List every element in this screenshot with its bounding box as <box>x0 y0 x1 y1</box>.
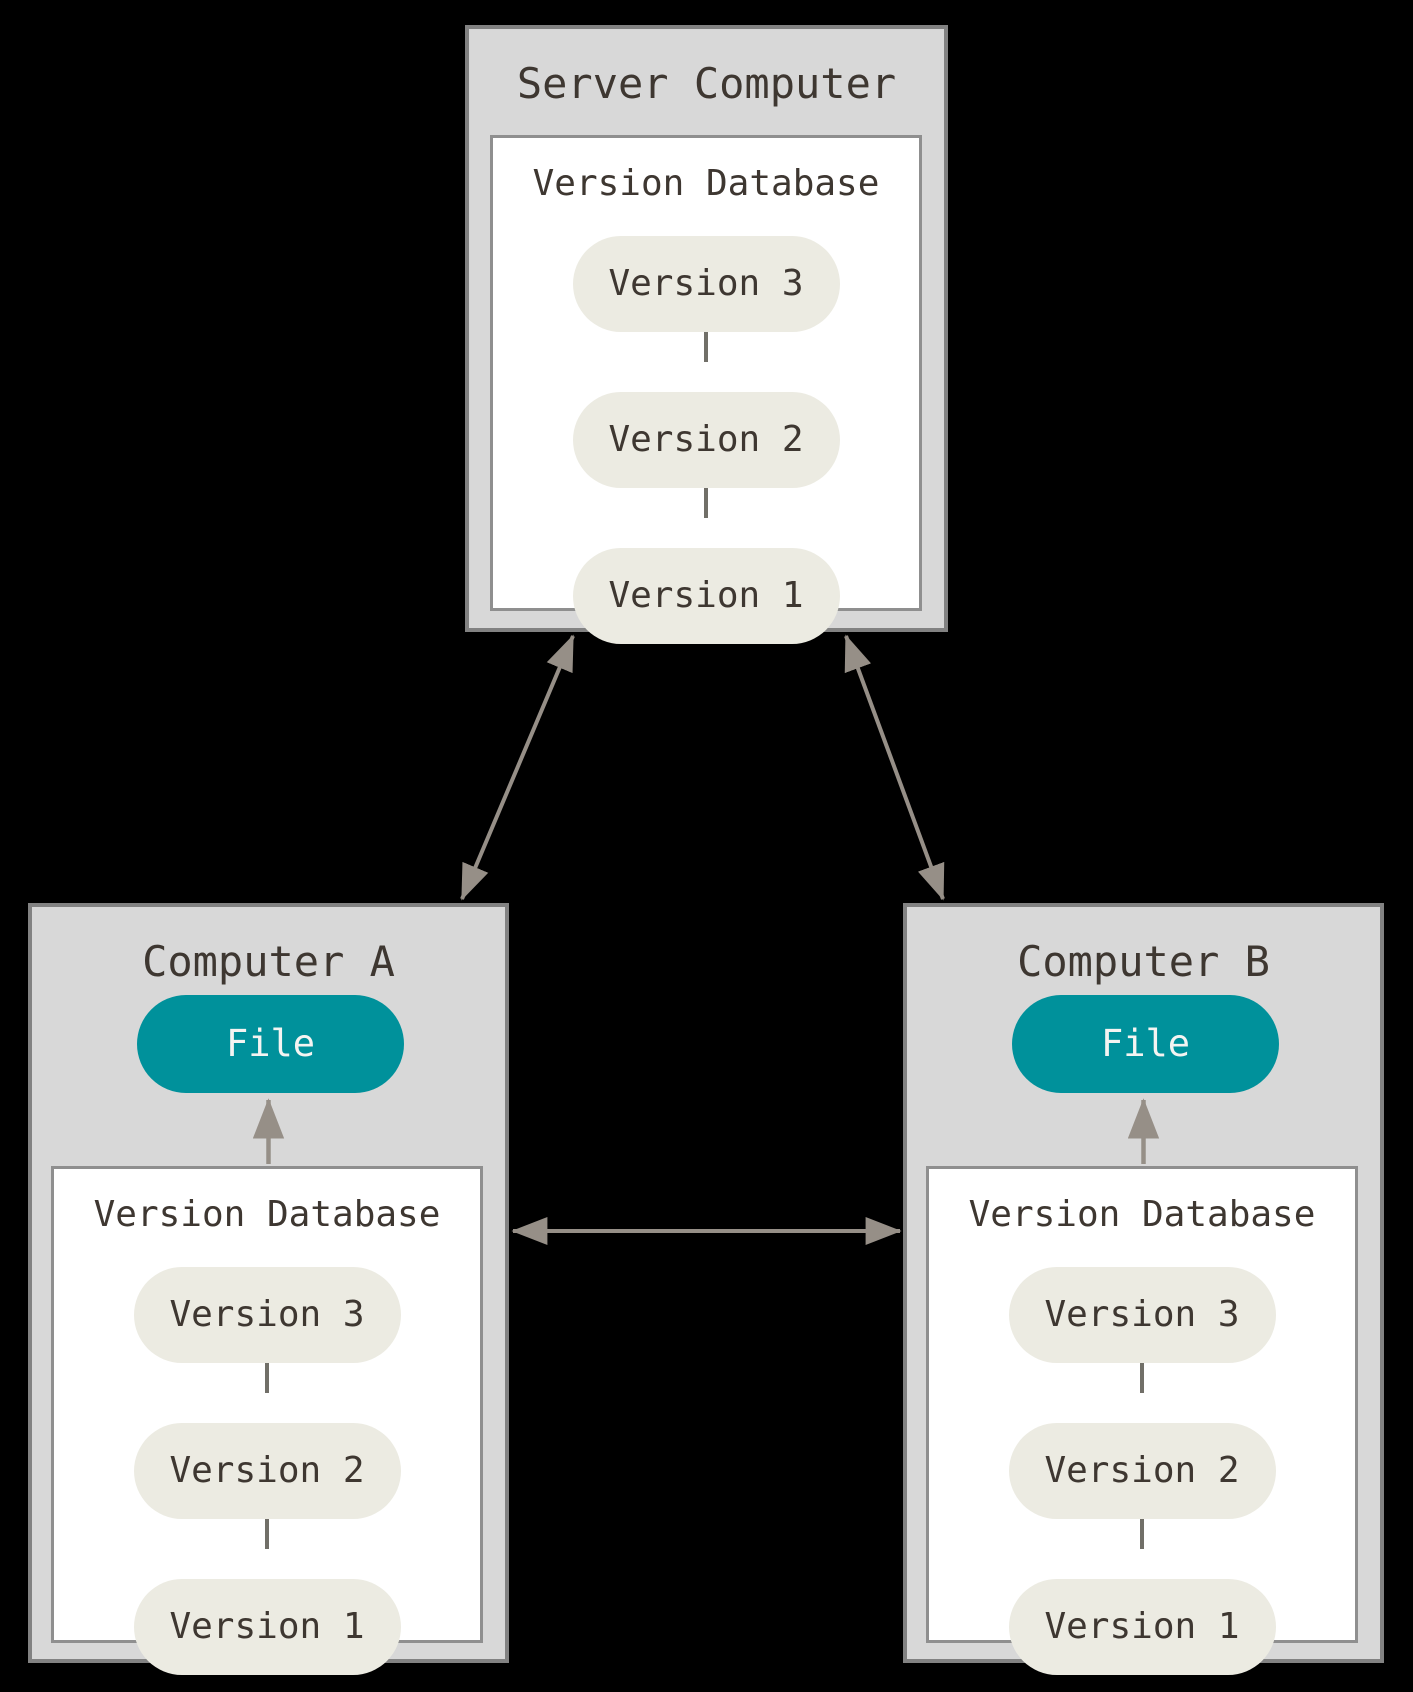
version-database-label: Version Database <box>93 1194 441 1235</box>
version-pill: Version 1 <box>133 1579 401 1675</box>
version-connector-line <box>704 488 708 518</box>
sync-arrow-server-computer-a <box>460 634 575 901</box>
computer-a-version-database-panel: Version Database Version 3 Version 2 Ver… <box>51 1166 483 1675</box>
version-pill: Version 2 <box>133 1423 401 1519</box>
server-computer-box: Server Computer Version Database Version… <box>465 25 948 644</box>
version-pill: Version 2 <box>1008 1423 1276 1519</box>
computer-b-box: Computer B File Version Database Version… <box>903 903 1384 1675</box>
version-database-label: Version Database <box>532 163 880 204</box>
server-computer-title: Server Computer <box>516 59 897 108</box>
version-pill: Version 3 <box>572 236 840 332</box>
file-pill: File <box>137 995 404 1093</box>
version-pill: Version 2 <box>572 392 840 488</box>
computer-b-version-database-panel: Version Database Version 3 Version 2 Ver… <box>926 1166 1358 1675</box>
version-pill: Version 1 <box>572 548 840 644</box>
version-connector-line <box>265 1363 269 1393</box>
version-database-label: Version Database <box>968 1194 1316 1235</box>
version-connector-line <box>704 332 708 362</box>
computer-a-title: Computer A <box>142 937 395 986</box>
computer-b-title: Computer B <box>1017 937 1270 986</box>
sync-arrow-server-computer-b <box>844 634 945 901</box>
version-connector-line <box>1140 1519 1144 1549</box>
computer-a-box: Computer A File Version Database Version… <box>28 903 509 1675</box>
version-pill: Version 3 <box>1008 1267 1276 1363</box>
file-pill: File <box>1012 995 1279 1093</box>
version-pill: Version 1 <box>1008 1579 1276 1675</box>
version-connector-line <box>1140 1363 1144 1393</box>
version-connector-line <box>265 1519 269 1549</box>
version-pill: Version 3 <box>133 1267 401 1363</box>
server-version-database-panel: Version Database Version 3 Version 2 Ver… <box>490 135 922 644</box>
